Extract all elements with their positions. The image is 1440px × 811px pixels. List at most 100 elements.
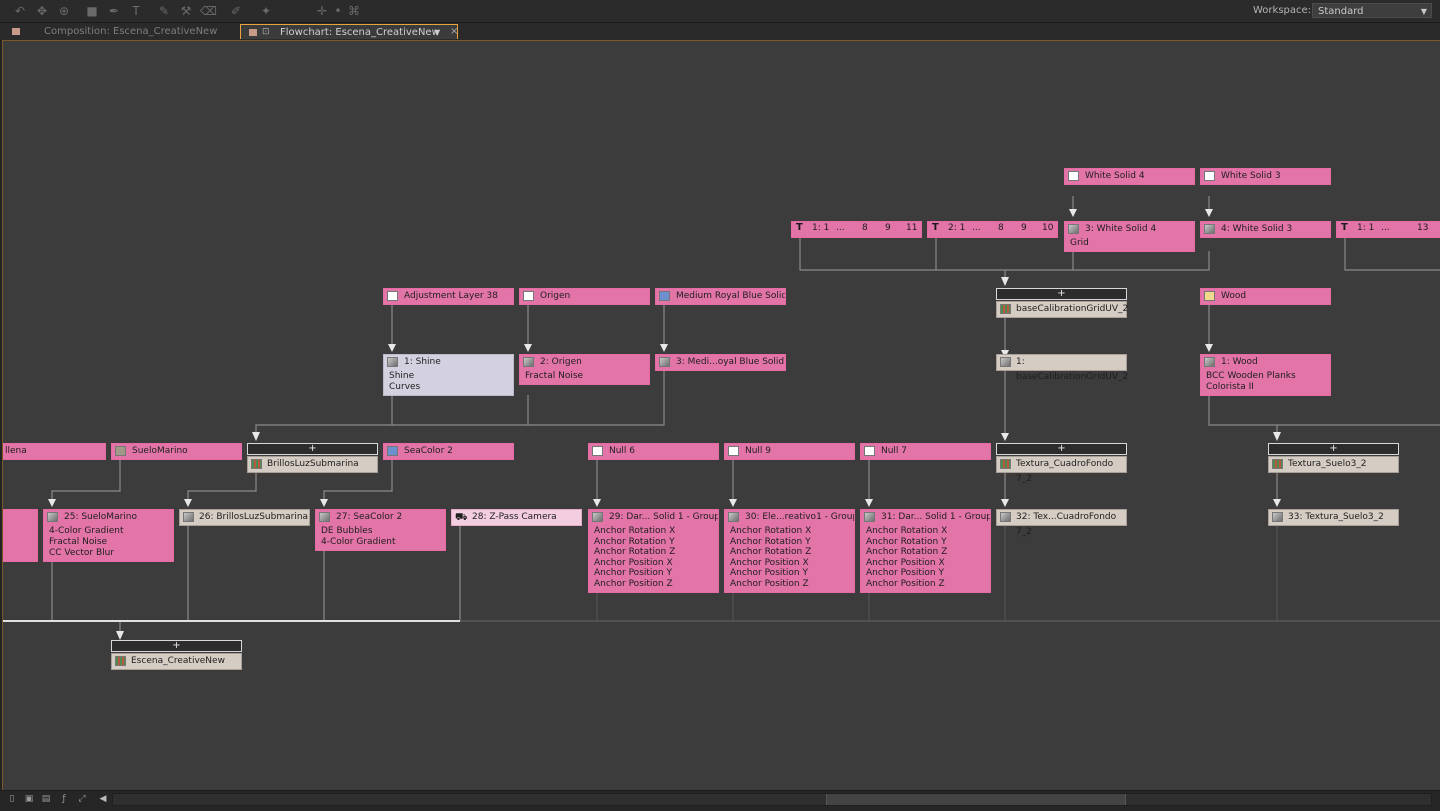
layer-3-white-solid-4[interactable]: 3: White Solid 4 Grid	[1064, 221, 1195, 252]
layer-3-medium-blue[interactable]: 3: Medi...oyal Blue Solid 1	[655, 354, 786, 371]
eraser-tool-icon[interactable]: ⌫	[200, 4, 217, 18]
layer-25-suelo-marino[interactable]: 25: SueloMarino 4-Color Gradient Fractal…	[43, 509, 174, 562]
new-item-icon[interactable]: ▯	[9, 794, 15, 804]
workspace-value: Standard	[1318, 6, 1364, 17]
source-seacolor-2[interactable]: SeaColor 2	[383, 443, 514, 460]
zoom-tool-icon[interactable]: ⊕	[58, 4, 70, 18]
text-layer-1[interactable]: T 1: 1 ... 8 9 11	[791, 221, 922, 238]
rectangle-tool-icon[interactable]: ■	[86, 4, 98, 18]
layer-icon	[523, 357, 534, 367]
comp-expand-button[interactable]: +	[1268, 443, 1399, 455]
puppet-pin-icon[interactable]: ✦	[260, 4, 272, 18]
layer-icon	[864, 512, 875, 522]
layer-1-wood[interactable]: 1: Wood BCC Wooden Planks Colorista II	[1200, 354, 1331, 396]
show-layers-icon[interactable]: ▣	[24, 794, 34, 804]
flowchart-wires	[3, 196, 1440, 640]
comp-icon	[251, 459, 262, 469]
view-axis-icon[interactable]: ⌘	[348, 4, 360, 18]
layer-icon	[659, 357, 670, 367]
source-origen[interactable]: Origen	[519, 288, 650, 305]
layer-4-white-solid-3[interactable]: 4: White Solid 3	[1200, 221, 1331, 238]
lock-icon[interactable]: ⊡	[262, 27, 270, 37]
comp-escena-creativenew[interactable]: Escena_CreativeNew	[111, 653, 242, 670]
source-null-9[interactable]: Null 9	[724, 443, 855, 460]
comp-textura-cuadrofondo[interactable]: Textura_CuadroFondo 7_2	[996, 456, 1127, 484]
hand-tool-icon[interactable]: ✥	[36, 4, 48, 18]
layer-30-group-4[interactable]: 30: Ele...reativo1 - Group 4 Anchor Rota…	[724, 509, 855, 593]
layer-26-brillos[interactable]: 26: BrillosLuzSubmarina	[179, 509, 310, 526]
camera-icon: ⛟	[455, 512, 468, 523]
layer-32-textura-cuadrofondo[interactable]: 32: Tex...CuadroFondo 7_2	[996, 509, 1127, 537]
layer-1-shine[interactable]: 1: Shine Shine Curves	[383, 354, 514, 396]
clone-stamp-icon[interactable]: ⚒	[180, 4, 192, 18]
horizontal-scrollbar[interactable]	[112, 793, 1432, 806]
layer-icon	[387, 357, 398, 367]
panel-menu-icon[interactable]	[249, 29, 257, 36]
solid-swatch-icon	[1204, 291, 1215, 301]
layer-icon	[1204, 224, 1215, 234]
close-icon[interactable]: ×	[450, 26, 459, 37]
comp-brillos-luz-submarina[interactable]: BrillosLuzSubmarina	[247, 456, 378, 473]
layer-1-base-calibration[interactable]: 1: baseCalibrationGridUV_2	[996, 354, 1128, 382]
tab-flowchart-label: Flowchart: Escena_CreativeNew	[280, 27, 440, 38]
flowchart-canvas[interactable]: White Solid 4 White Solid 3 T 1: 1 ... 8…	[2, 40, 1440, 790]
axis-mode-icon[interactable]: ✛	[316, 4, 328, 18]
comp-icon	[1000, 459, 1011, 469]
tab-flowchart[interactable]: ⊡ Flowchart: Escena_CreativeNew ▼ ×	[240, 24, 458, 39]
solid-swatch-icon	[1204, 171, 1215, 181]
dropdown-arrow-icon[interactable]: ▼	[434, 28, 441, 37]
scroll-left-icon[interactable]: ◀	[99, 794, 107, 804]
comp-expand-button[interactable]: +	[111, 640, 242, 652]
text-layer-2[interactable]: T 2: 1 ... 8 9 10	[927, 221, 1058, 238]
expand-flowchart-icon[interactable]: ⤢	[78, 794, 86, 804]
solid-swatch-icon	[728, 446, 739, 456]
source-white-solid-4[interactable]: White Solid 4	[1064, 168, 1195, 185]
source-partial-left[interactable]: llena	[3, 443, 106, 460]
scrollbar-thumb[interactable]	[826, 794, 1126, 805]
source-wood[interactable]: Wood	[1200, 288, 1331, 305]
brush-tool-icon[interactable]: ✎	[158, 4, 170, 18]
solid-swatch-icon	[115, 446, 126, 456]
flowchart-footer: ▯ ▣ ▤ ƒ ⤢ ◀	[0, 790, 1440, 811]
source-null-7[interactable]: Null 7	[860, 443, 991, 460]
tools-panel: ↶ ✥ ⊕ ■ ✒ T ✎ ⚒ ⌫ ✐ ✦ ✛ • ⌘ Workspace: S…	[0, 0, 1440, 23]
source-medium-royal-blue-solid[interactable]: Medium Royal Blue Solid 1	[655, 288, 786, 305]
tab-composition[interactable]: Composition: Escena_CreativeNew	[8, 24, 236, 39]
layer-27-seacolor[interactable]: 27: SeaColor 2 DE Bubbles 4-Color Gradie…	[315, 509, 446, 551]
solid-swatch-icon	[592, 446, 603, 456]
layer-icon	[183, 512, 194, 522]
comp-textura-suelo3[interactable]: Textura_Suelo3_2	[1268, 456, 1399, 473]
panel-menu-icon[interactable]	[12, 28, 20, 35]
comp-icon	[1272, 459, 1283, 469]
world-axis-icon[interactable]: •	[334, 4, 342, 18]
source-white-solid-3[interactable]: White Solid 3	[1200, 168, 1331, 185]
layer-33-textura-suelo3[interactable]: 33: Textura_Suelo3_2	[1268, 509, 1399, 526]
solid-swatch-icon	[387, 291, 398, 301]
layer-29-group-2[interactable]: 29: Dar... Solid 1 - Group 2 Anchor Rota…	[588, 509, 719, 593]
text-layer-3[interactable]: T 1: 1 ... 13	[1336, 221, 1440, 238]
source-null-6[interactable]: Null 6	[588, 443, 719, 460]
comp-expand-button[interactable]: +	[247, 443, 378, 455]
text-layer-icon: T	[796, 222, 803, 233]
source-adjustment-layer-38[interactable]: Adjustment Layer 38	[383, 288, 514, 305]
roto-brush-icon[interactable]: ✐	[230, 4, 242, 18]
layer-2-origen[interactable]: 2: Origen Fractal Noise	[519, 354, 650, 385]
solid-swatch-icon	[387, 446, 398, 456]
layer-partial-left[interactable]	[3, 509, 38, 562]
type-tool-icon[interactable]: T	[132, 4, 140, 18]
undo-icon[interactable]: ↶	[14, 4, 26, 18]
comp-icon	[115, 656, 126, 666]
comp-expand-button[interactable]: +	[996, 443, 1127, 455]
workspace-select[interactable]: Standard ▼	[1312, 3, 1432, 18]
layer-icon	[592, 512, 603, 522]
layer-28-z-pass-camera[interactable]: ⛟28: Z-Pass Camera	[451, 509, 582, 526]
layer-31-group-3[interactable]: 31: Dar... Solid 1 - Group 3 Anchor Rota…	[860, 509, 991, 593]
comp-base-calibration[interactable]: baseCalibrationGridUV_2	[996, 301, 1128, 318]
source-suelo-marino[interactable]: SueloMarino	[111, 443, 242, 460]
layer-icon	[319, 512, 330, 522]
pen-tool-icon[interactable]: ✒	[108, 4, 120, 18]
comp-expand-button[interactable]: +	[996, 288, 1127, 300]
flow-direction-icon[interactable]: ƒ	[62, 794, 66, 804]
show-effects-icon[interactable]: ▤	[41, 794, 51, 804]
workspace-label: Workspace:	[1253, 5, 1312, 16]
